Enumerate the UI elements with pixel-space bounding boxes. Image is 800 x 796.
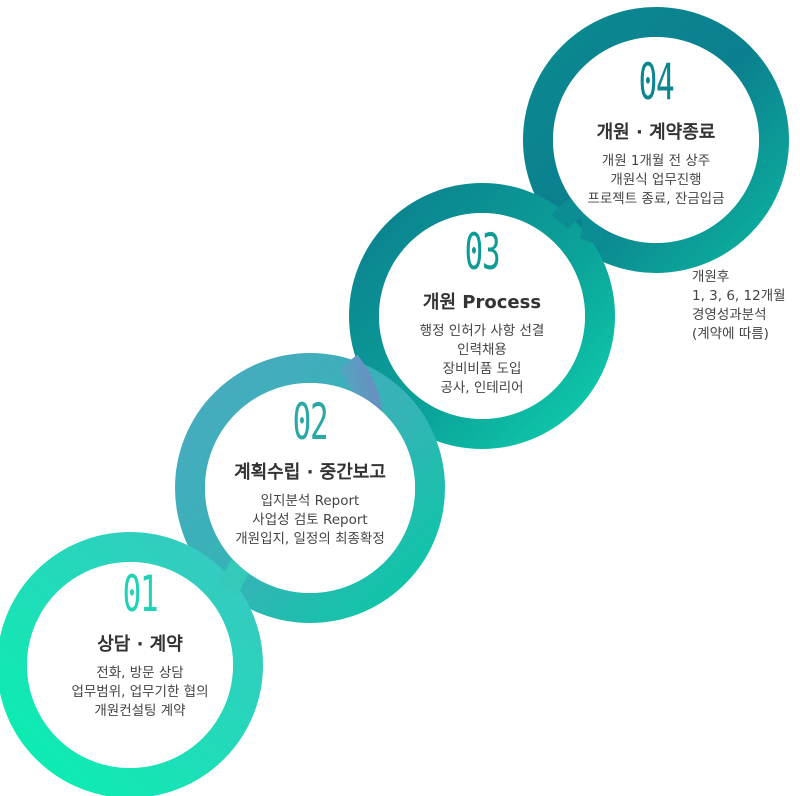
note-line: 개원후: [692, 269, 730, 285]
step-line: 개원식 업무진행: [610, 172, 702, 188]
ring-01: [0, 532, 263, 796]
inner-03: [379, 213, 585, 419]
ring-02: [175, 353, 445, 623]
step-line: 프로젝트 종료, 잔금입금: [587, 191, 725, 207]
inner-01: [27, 562, 233, 768]
post-opening-note: 개원후 1, 3, 6, 12개월 경영성과분석 (계약에 따름): [692, 268, 786, 344]
step-number: 02: [292, 393, 329, 451]
step-line: 개원입지, 일정의 최종확정: [235, 531, 385, 547]
step-line: 인력채용: [457, 342, 507, 358]
step-description: 입지분석 Report 사업성 검토 Report 개원입지, 일정의 최종확정: [190, 492, 430, 549]
step-description: 전화, 방문 상담 업무범위, 업무기한 협의 개원컨설팅 계약: [20, 664, 260, 721]
step-line: 개원 1개월 전 상주: [601, 153, 711, 169]
step-number: 01: [122, 565, 159, 623]
note-line: (계약에 따름): [692, 326, 769, 342]
step-line: 입지분석 Report: [260, 493, 360, 509]
step-01: 01 상담 · 계약 전화, 방문 상담 업무범위, 업무기한 협의 개원컨설팅…: [20, 568, 260, 721]
note-line: 1, 3, 6, 12개월: [692, 288, 786, 304]
step-03: 03 개원 Process 행정 인허가 사항 선결 인력채용 장비비품 도입 …: [362, 226, 602, 398]
step-title: 개원 Process: [422, 292, 542, 313]
note-line: 경영성과분석: [692, 307, 767, 323]
inner-02: [205, 383, 415, 593]
step-description: 개원 1개월 전 상주 개원식 업무진행 프로젝트 종료, 잔금입금: [536, 152, 776, 209]
step-04: 04 개원 · 계약종료 개원 1개월 전 상주 개원식 업무진행 프로젝트 종…: [536, 56, 776, 209]
step-line: 장비비품 도입: [442, 361, 522, 377]
step-line: 공사, 인테리어: [440, 380, 524, 396]
inner-04: [553, 37, 759, 243]
step-line: 행정 인허가 사항 선결: [419, 323, 545, 339]
ring-04: [523, 7, 789, 273]
step-line: 사업성 검토 Report: [252, 512, 368, 528]
step-line: 개원컨설팅 계약: [94, 703, 186, 719]
step-number: 04: [638, 53, 675, 111]
ring-03: [349, 183, 615, 449]
step-title: 상담 · 계약: [97, 634, 183, 655]
step-line: 전화, 방문 상담: [96, 665, 184, 681]
step-02: 02 계획수립 · 중간보고 입지분석 Report 사업성 검토 Report…: [190, 396, 430, 549]
step-title: 개원 · 계약종료: [596, 122, 716, 143]
step-line: 업무범위, 업무기한 협의: [71, 684, 209, 700]
step-description: 행정 인허가 사항 선결 인력채용 장비비품 도입 공사, 인테리어: [362, 322, 602, 398]
step-number: 03: [464, 223, 501, 281]
step-title: 계획수립 · 중간보고: [234, 462, 386, 483]
